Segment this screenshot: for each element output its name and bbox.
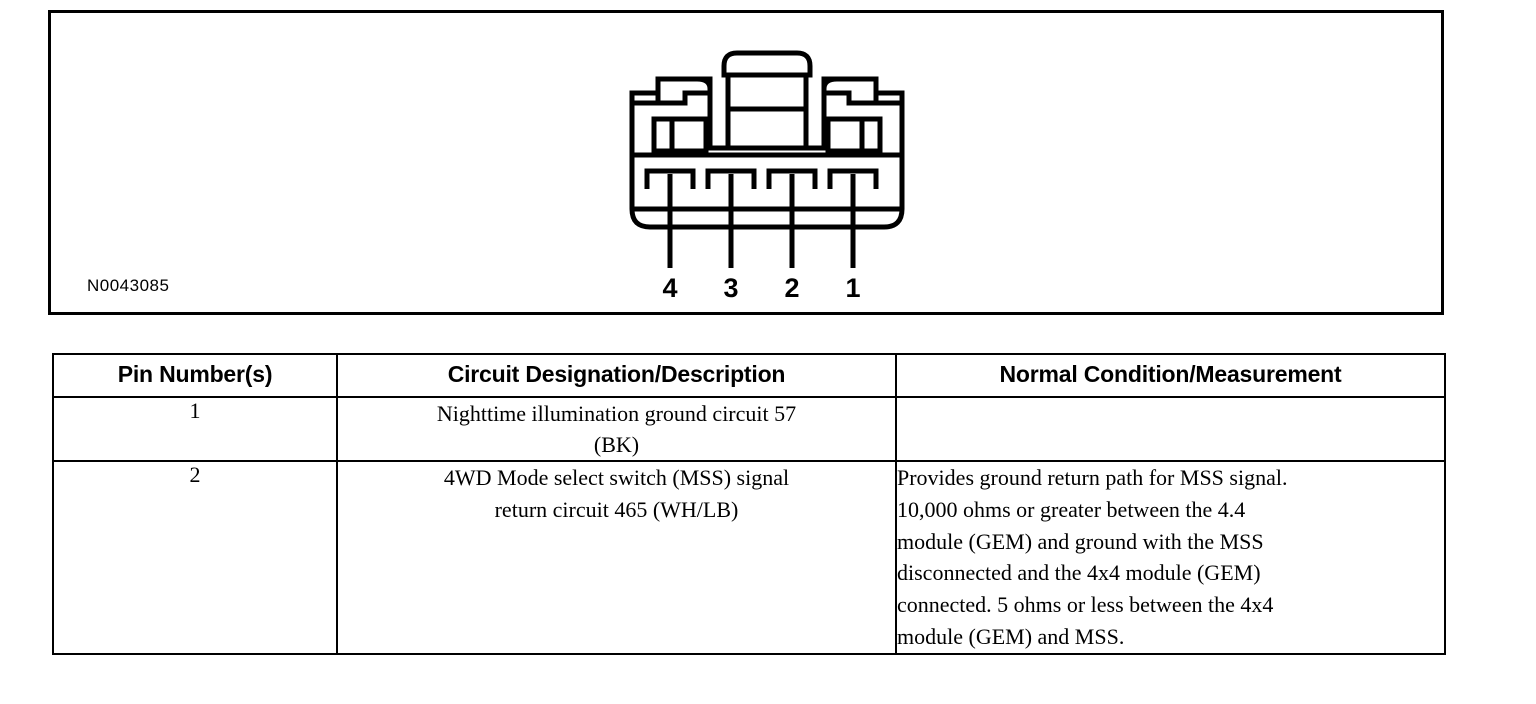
cell-pin-number: 2 [52,460,338,655]
connector-center-tab [721,50,813,78]
cell-pin-number: 1 [52,395,338,463]
pin-label-3: 3 [723,273,738,303]
connector-right-notch [876,90,905,103]
pin-label-2: 2 [784,273,799,303]
terminal-2 [766,168,818,189]
header-normal-condition: Normal Condition/Measurement [895,353,1446,398]
table-header-row: Pin Number(s) Circuit Designation/Descri… [52,353,1446,398]
connector-left-window [651,116,709,154]
cell-normal-condition: Provides ground return path for MSS sign… [895,460,1446,655]
cell-circuit-description: Nighttime illumination ground circuit 57… [336,395,897,463]
condition-line: module (GEM) and ground with the MSS [897,528,1264,554]
header-circuit-designation: Circuit Designation/Description [336,353,897,398]
pin-description-table: Pin Number(s) Circuit Designation/Descri… [52,353,1446,655]
table-row: 1 Nighttime illumination ground circuit … [52,395,1446,463]
condition-line: 10,000 ohms or greater between the 4.4 [897,497,1246,523]
terminal-4 [644,168,696,189]
table-row: 2 4WD Mode select switch (MSS) signal re… [52,460,1446,655]
condition-line: Provides ground return path for MSS sign… [897,465,1288,491]
figure-id-label: N0043085 [87,276,170,295]
terminal-3 [705,168,757,189]
connector-lower-housing [629,152,905,230]
pin-label-4: 4 [662,273,677,303]
pin-label-1: 1 [845,273,860,303]
condition-line: connected. 5 ohms or less between the 4x… [897,592,1274,618]
description-line: (BK) [593,432,640,458]
connector-right-hook [821,76,879,106]
connector-right-window [825,116,883,154]
condition-line: module (GEM) and MSS. [897,623,1125,649]
header-pin-number: Pin Number(s) [52,353,338,398]
connector-illustration: 4 3 2 1 [629,50,905,303]
connector-left-hook [655,76,713,106]
cell-circuit-description: 4WD Mode select switch (MSS) signal retu… [336,460,897,655]
cell-normal-condition [895,395,1446,463]
description-line: return circuit 465 (WH/LB) [494,496,739,522]
connector-left-notch [629,90,658,103]
description-line: 4WD Mode select switch (MSS) signal [443,465,790,491]
connector-diagram-panel: 4 3 2 1 N0043085 [48,10,1444,315]
description-line: Nighttime illumination ground circuit 57 [436,401,797,426]
terminal-1 [827,168,879,189]
condition-line: disconnected and the 4x4 module (GEM) [897,560,1261,586]
